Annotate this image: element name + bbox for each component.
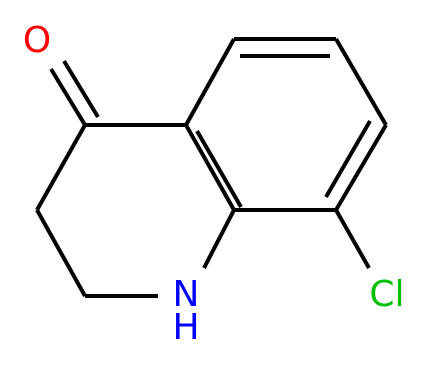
- chlorine-label: Cl: [369, 274, 404, 315]
- bond-carbonyl-1: [49, 67, 87, 127]
- atom-labels: O N H Cl: [23, 20, 405, 348]
- bond-n-c8a: [202, 209, 236, 269]
- hydrogen-label: H: [172, 307, 199, 348]
- bonds: [35, 37, 388, 298]
- bond-c3-c2: [35, 209, 87, 297]
- bond-c8a-c4a: [184, 124, 236, 211]
- bond-c4-c3: [35, 124, 87, 211]
- bond-c4a-c5: [184, 38, 236, 126]
- bond-c8-cl: [334, 209, 371, 269]
- bond-inner-c7-c8: [324, 119, 372, 199]
- nitrogen-label: N: [173, 274, 200, 315]
- bond-c6-c7: [334, 37, 388, 127]
- oxygen-label: O: [23, 20, 51, 61]
- bond-carbonyl-2: [62, 59, 100, 119]
- bond-inner-c4a-c8a: [195, 129, 243, 209]
- bond-c7-c8: [334, 123, 388, 212]
